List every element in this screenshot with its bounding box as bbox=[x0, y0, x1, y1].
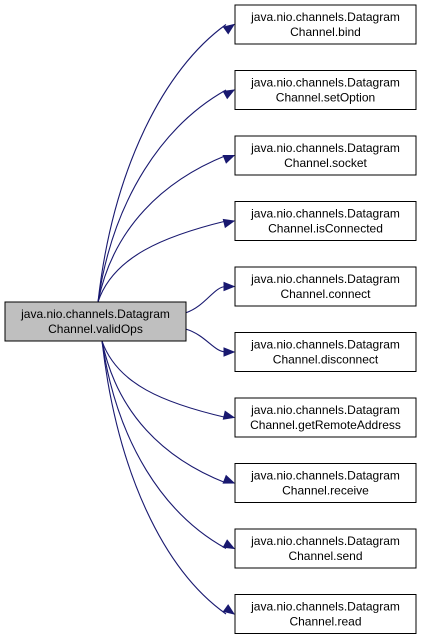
arrowhead-icon bbox=[222, 539, 236, 550]
target-nodes: java.nio.channels.DatagramChannel.bindja… bbox=[234, 4, 417, 634]
call-edge bbox=[101, 340, 227, 484]
target-node-label-line1: java.nio.channels.Datagram bbox=[250, 76, 400, 90]
target-node-label-line2: Channel.disconnect bbox=[273, 353, 379, 367]
arrowhead-icon bbox=[222, 604, 236, 615]
source-node-label-line2: Channel.validOps bbox=[48, 322, 143, 336]
target-node-label-line2: Channel.socket bbox=[284, 156, 367, 170]
target-node-label-line1: java.nio.channels.Datagram bbox=[250, 403, 400, 417]
call-edge bbox=[101, 340, 227, 419]
arrowhead-icon bbox=[223, 347, 236, 357]
call-edge bbox=[97, 24, 227, 303]
arrowhead-icon bbox=[222, 154, 236, 164]
call-edge bbox=[97, 154, 227, 303]
target-node-label-line1: java.nio.channels.Datagram bbox=[250, 10, 400, 24]
target-node-label-line1: java.nio.channels.Datagram bbox=[250, 338, 400, 352]
target-node-box bbox=[234, 135, 417, 176]
arrowhead-icon bbox=[222, 218, 236, 229]
call-edges bbox=[97, 23, 236, 615]
target-node-box bbox=[234, 463, 417, 503]
call-edge bbox=[185, 328, 227, 353]
arrowhead-icon bbox=[222, 89, 236, 100]
target-node-label-line2: Channel.setOption bbox=[276, 91, 375, 105]
call-edge bbox=[101, 340, 227, 615]
target-node-is-connected[interactable]: java.nio.channels.DatagramChannel.isConn… bbox=[234, 201, 417, 241]
target-node-label-line2: Channel.bind bbox=[290, 25, 361, 39]
arrowhead-icon bbox=[222, 410, 236, 420]
target-node-label-line1: java.nio.channels.Datagram bbox=[250, 141, 400, 155]
arrowhead-icon bbox=[223, 281, 236, 292]
target-node-label-line2: Channel.connect bbox=[280, 287, 371, 301]
call-edge bbox=[185, 285, 227, 314]
target-node-label-line1: java.nio.channels.Datagram bbox=[250, 469, 400, 483]
target-node-label-line2: Channel.send bbox=[288, 549, 362, 563]
target-node-box bbox=[234, 397, 417, 438]
target-node-box bbox=[234, 528, 417, 569]
call-edge bbox=[97, 220, 227, 303]
target-node-label-line2: Channel.read bbox=[289, 615, 361, 629]
source-node-box bbox=[4, 301, 187, 342]
target-node-get-remote-address[interactable]: java.nio.channels.DatagramChannel.getRem… bbox=[234, 397, 417, 438]
target-node-label-line2: Channel.getRemoteAddress bbox=[250, 418, 401, 432]
target-node-label-line1: java.nio.channels.Datagram bbox=[250, 600, 400, 614]
target-node-label-line2: Channel.isConnected bbox=[268, 222, 383, 236]
target-node-label-line1: java.nio.channels.Datagram bbox=[250, 272, 400, 286]
target-node-receive[interactable]: java.nio.channels.DatagramChannel.receiv… bbox=[234, 463, 417, 503]
arrowhead-icon bbox=[222, 474, 236, 484]
target-node-disconnect[interactable]: java.nio.channels.DatagramChannel.discon… bbox=[234, 332, 417, 372]
target-node-label-line1: java.nio.channels.Datagram bbox=[250, 207, 400, 221]
target-node-label-line2: Channel.receive bbox=[282, 484, 369, 498]
call-edge bbox=[101, 340, 227, 549]
target-node-box bbox=[234, 201, 417, 241]
target-node-box bbox=[234, 70, 417, 110]
target-node-box bbox=[234, 594, 417, 634]
target-node-box bbox=[234, 4, 417, 45]
target-node-set-option[interactable]: java.nio.channels.DatagramChannel.setOpt… bbox=[234, 70, 417, 110]
target-node-connect[interactable]: java.nio.channels.DatagramChannel.connec… bbox=[234, 266, 417, 307]
call-edge bbox=[97, 89, 227, 303]
source-node[interactable]: java.nio.channels.Datagram Channel.valid… bbox=[4, 301, 187, 342]
arrowhead-icon bbox=[222, 23, 236, 35]
target-node-label-line1: java.nio.channels.Datagram bbox=[250, 534, 400, 548]
target-node-box bbox=[234, 332, 417, 372]
source-node-label-line1: java.nio.channels.Datagram bbox=[20, 307, 170, 321]
target-node-box bbox=[234, 266, 417, 307]
